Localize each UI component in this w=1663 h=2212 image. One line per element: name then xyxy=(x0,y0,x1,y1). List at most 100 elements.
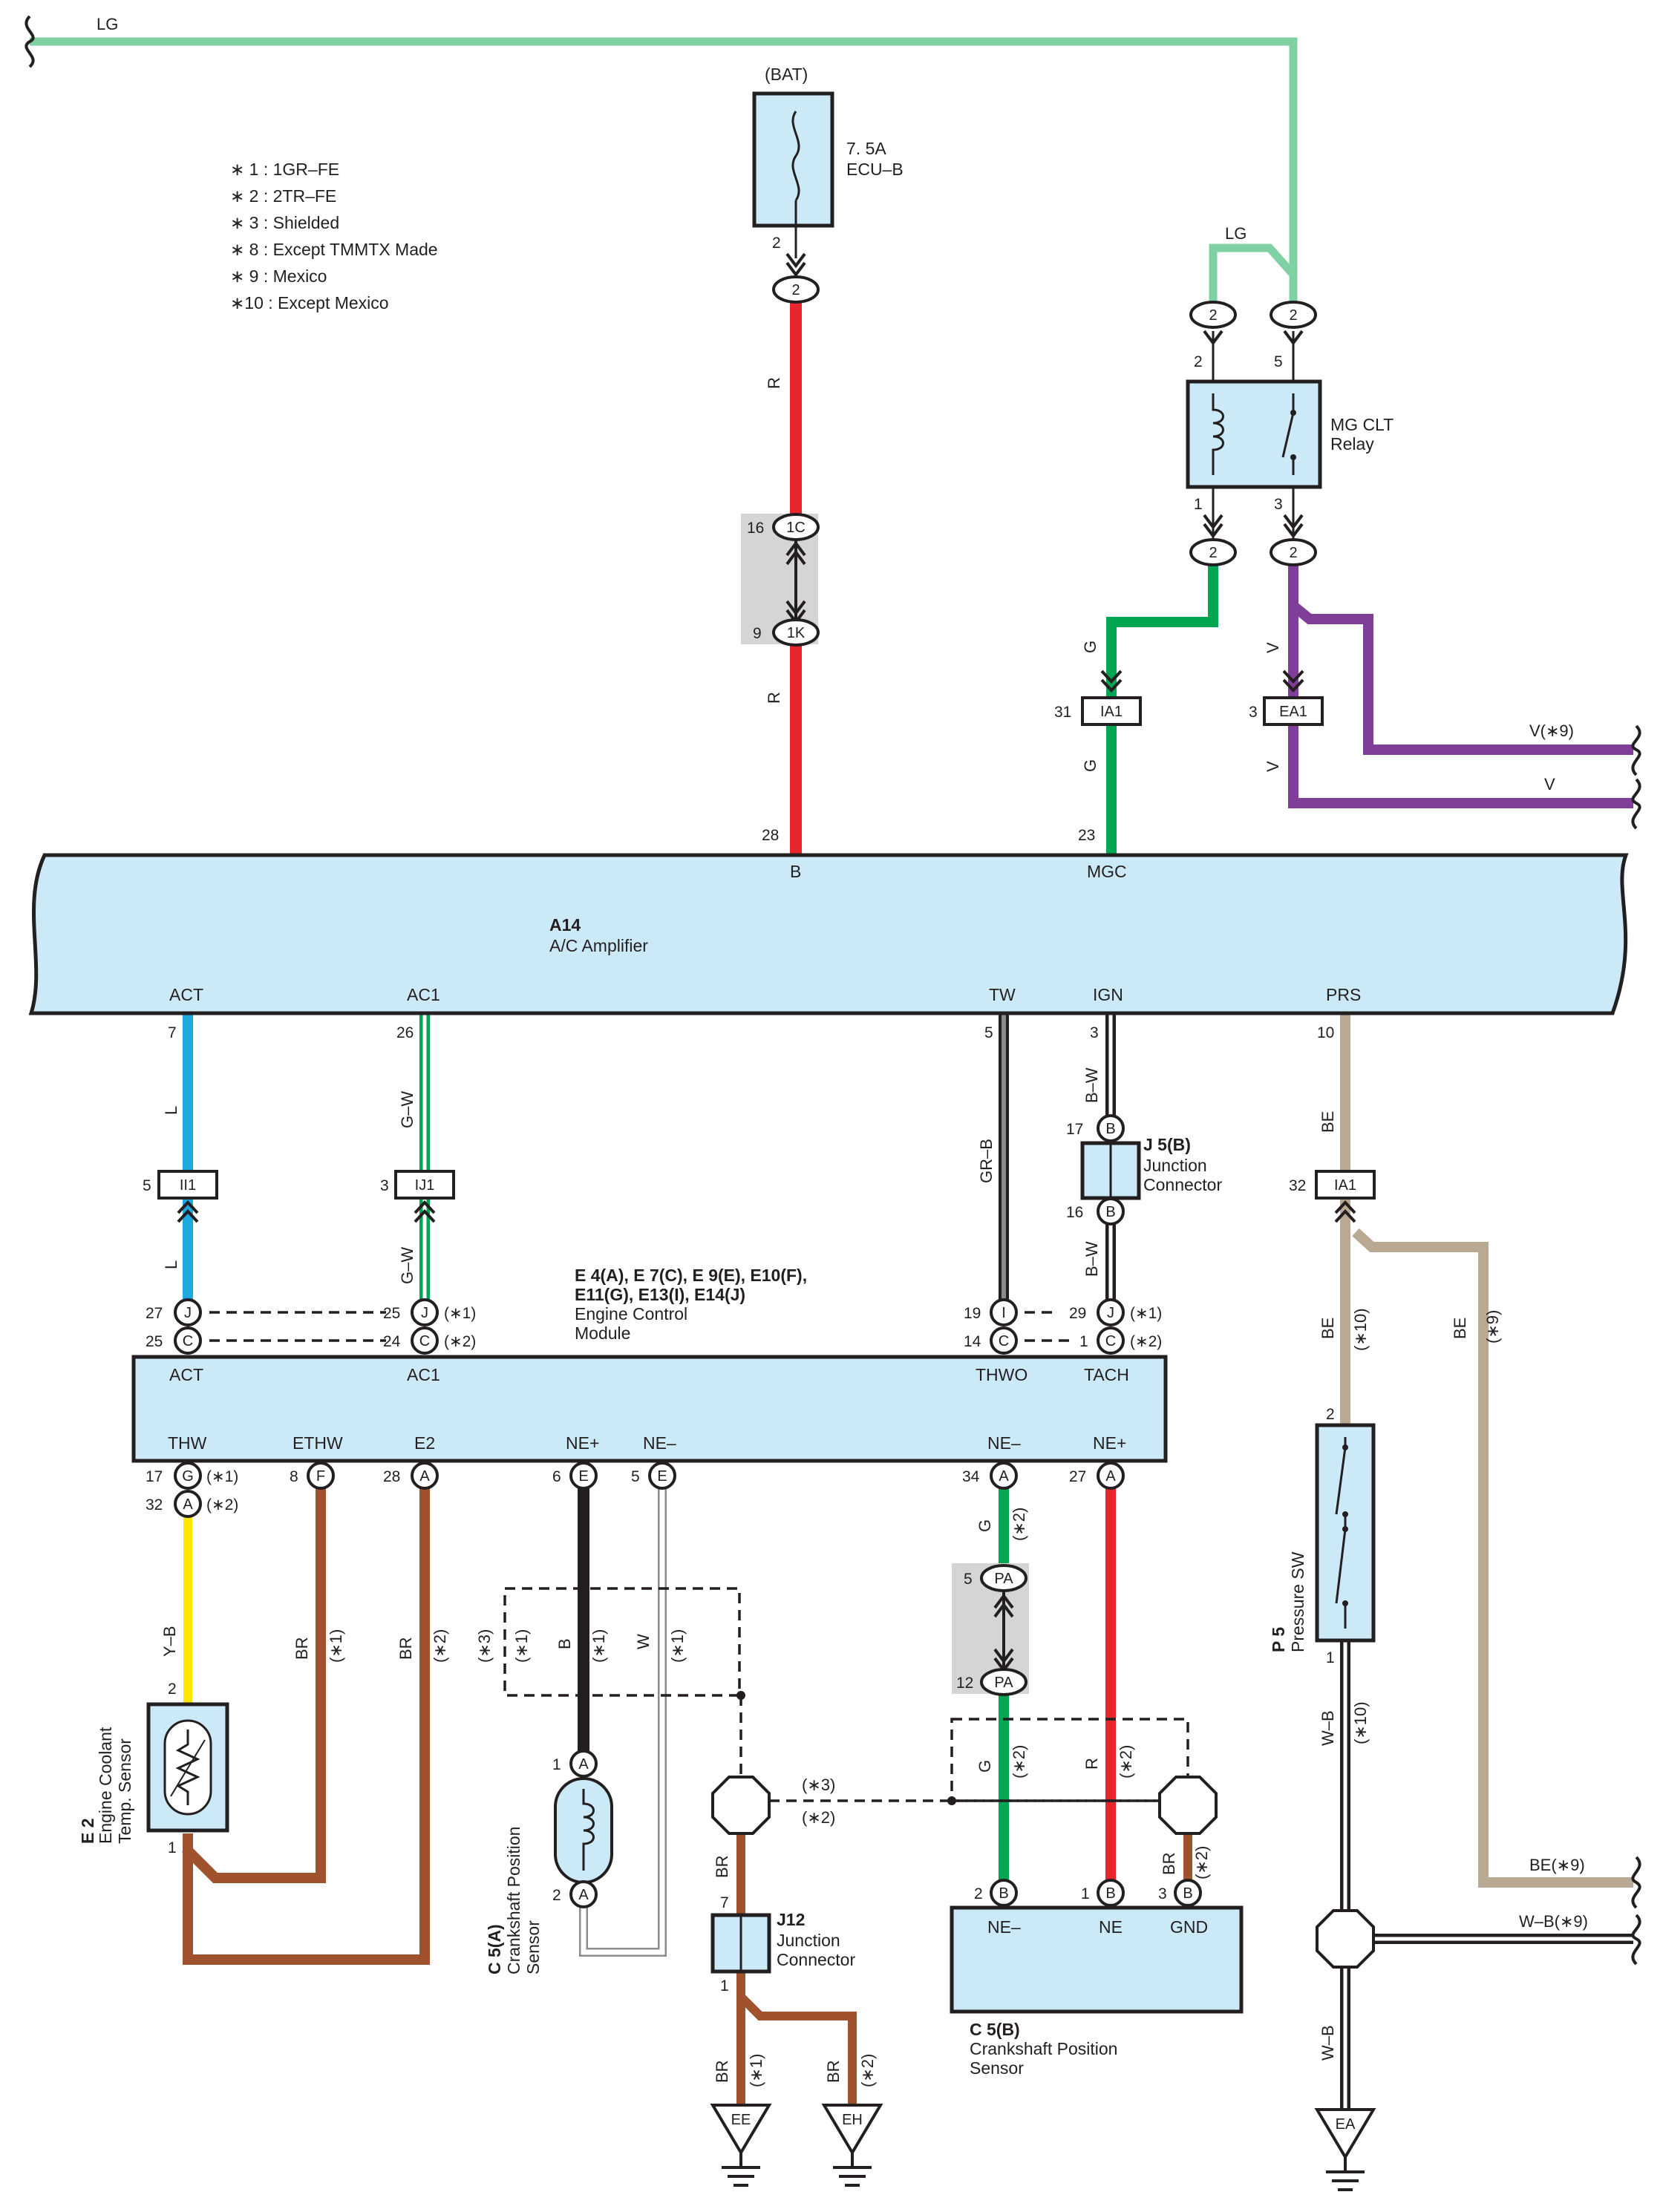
fuse-rating: 7. 5A xyxy=(846,139,886,158)
ckp-b-name: Sensor xyxy=(970,2058,1024,2078)
ckp-a-pin: 2 xyxy=(552,1887,561,1904)
svg-text:B: B xyxy=(999,1885,1008,1902)
pin-number: 23 xyxy=(1078,827,1095,844)
connector-pin-oval xyxy=(1270,538,1317,566)
legend-item: ∗ 9 : Mexico xyxy=(230,266,327,286)
svg-text:F: F xyxy=(316,1468,325,1485)
svg-text:(∗2): (∗2) xyxy=(206,1496,238,1514)
pin-number: 16 xyxy=(747,520,764,537)
break-mark-lg xyxy=(24,15,35,68)
ecm-term: AC1 xyxy=(407,1365,440,1384)
wire-label-wb9: W–B(∗9) xyxy=(1519,1912,1588,1931)
connector-1c-label: 1C xyxy=(786,520,806,536)
wire-label-v-out: V xyxy=(1544,775,1555,793)
note-2: (∗2) xyxy=(858,2054,877,2087)
wire-label-be: BE xyxy=(1319,1111,1337,1133)
amplifier-code: A14 xyxy=(549,915,581,935)
connector-pin-oval xyxy=(1189,301,1237,329)
pin-number: 3 xyxy=(1090,1024,1099,1041)
wire-label-g: G xyxy=(1081,759,1100,772)
svg-text:27: 27 xyxy=(146,1305,163,1322)
ecm-term: E2 xyxy=(414,1433,435,1453)
svg-text:6: 6 xyxy=(552,1468,561,1485)
amplifier-term: B xyxy=(790,862,801,881)
chevron-down-icon xyxy=(1282,670,1304,693)
coolant-name: Engine Coolant xyxy=(96,1727,115,1844)
ecm-term: NE– xyxy=(987,1433,1021,1453)
wire-white-inner xyxy=(581,1476,665,1955)
ckp-a-code: C 5(A) xyxy=(485,1924,504,1974)
wire-label-g: G xyxy=(976,1760,994,1773)
wire-label-l: L xyxy=(162,1260,180,1269)
break-mark-wb9 xyxy=(1631,1914,1641,1966)
pin-circle xyxy=(1097,1114,1125,1142)
wire-label-r: R xyxy=(765,692,783,704)
ground-label: EA xyxy=(1336,2116,1356,2133)
svg-text:I: I xyxy=(1002,1305,1006,1321)
pin-number: 26 xyxy=(396,1024,414,1041)
connector-label: IJ1 xyxy=(415,1177,435,1194)
break-mark-be9 xyxy=(1631,1856,1641,1909)
chevron-up-icon xyxy=(177,1200,199,1223)
amplifier-term: PRS xyxy=(1326,985,1361,1004)
legend-item: ∗10 : Except Mexico xyxy=(230,293,389,313)
connector-pa-label: PA xyxy=(994,1571,1013,1587)
pin-number: 5 xyxy=(143,1177,151,1194)
amplifier-body xyxy=(28,853,1629,1015)
j5-pin: 16 xyxy=(1066,1204,1083,1221)
ground-icon xyxy=(1326,2157,1365,2191)
note-1: (∗1) xyxy=(327,1629,345,1663)
svg-text:A: A xyxy=(999,1468,1009,1485)
fuse-source-label: (BAT) xyxy=(765,65,808,84)
wire-label-br: BR xyxy=(713,2060,731,2083)
ecm-codes: E 4(A), E 7(C), E 9(E), E10(F), xyxy=(575,1266,807,1285)
pin-number: 9 xyxy=(753,625,762,642)
wire-label-b: B xyxy=(555,1638,574,1649)
wire-br-e2 xyxy=(183,1476,430,1965)
pressure-sw-code: P 5 xyxy=(1269,1627,1288,1652)
svg-text:28: 28 xyxy=(383,1468,400,1485)
wire-br-ethw xyxy=(182,1476,326,1883)
pin-number: 5 xyxy=(964,1571,973,1588)
j12-name: Junction xyxy=(777,1931,840,1950)
connector-pin-oval xyxy=(980,1668,1027,1696)
wire-label-wb: W–B xyxy=(1319,1710,1337,1746)
connector-1k-label: 1K xyxy=(787,625,806,641)
fuse-symbol-icon xyxy=(791,111,800,201)
coolant-temp-sensor-e2: 2 1 E 2 Engine Coolant Temp. Sensor xyxy=(78,1681,229,1856)
svg-text:19: 19 xyxy=(964,1305,981,1322)
relay-name: Relay xyxy=(1330,434,1374,454)
wire-label-be9: BE(∗9) xyxy=(1529,1856,1585,1874)
coil-icon xyxy=(582,1789,595,1871)
ground-icon xyxy=(722,2153,760,2187)
ecm-codes: E11(G), E13(I), E14(J) xyxy=(575,1285,745,1304)
wire-violet-2 xyxy=(1288,606,1633,808)
wire-lg-relay xyxy=(1209,243,1297,315)
wire-label-bw: B–W xyxy=(1082,1067,1101,1103)
wire-label-br: BR xyxy=(293,1637,311,1660)
svg-text:A: A xyxy=(419,1468,430,1485)
wire-label-r: R xyxy=(1082,1758,1101,1770)
wire-label-v9: V(∗9) xyxy=(1529,721,1574,740)
svg-text:29: 29 xyxy=(1069,1305,1086,1322)
amplifier-term: TW xyxy=(989,985,1016,1004)
chevron-up-icon xyxy=(414,1200,436,1223)
pin-number: 10 xyxy=(1317,1024,1334,1041)
wire-br-j12-branch xyxy=(737,1993,857,2105)
ckp-a-name: Crankshaft Position xyxy=(504,1827,523,1974)
note-2: (∗2) xyxy=(1117,1745,1135,1779)
wire-label-v: V xyxy=(1264,761,1282,772)
chevron-up-icon xyxy=(785,540,806,566)
crankshaft-sensor-c5b: B B B 2 1 3 NE– NE GND C 5(B) Crankshaft… xyxy=(950,1879,1244,2078)
junction-connector-j5: B 17 B 16 J 5(B) Junction Connector xyxy=(1066,1114,1222,1226)
connector-pin-label: 2 xyxy=(1289,307,1297,324)
connector-ii1: II1 5 xyxy=(143,1170,218,1223)
svg-text:C: C xyxy=(419,1333,430,1349)
ckp-b-pin: 1 xyxy=(1081,1885,1090,1902)
note-1: (∗1) xyxy=(668,1629,687,1663)
connector-pin-label: 2 xyxy=(1209,307,1217,324)
svg-text:A: A xyxy=(1105,1468,1116,1485)
pin-number: 31 xyxy=(1054,704,1071,721)
break-mark-v2 xyxy=(1631,778,1641,830)
